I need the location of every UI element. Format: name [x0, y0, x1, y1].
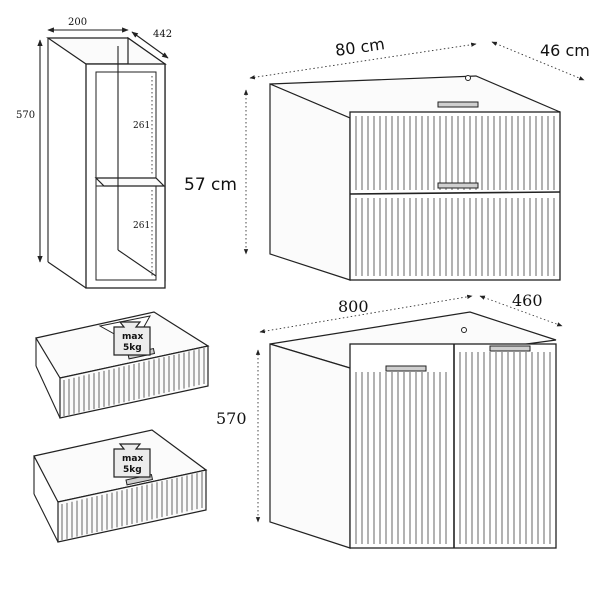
door-depth-arrow	[479, 295, 563, 327]
drawer-bottom-handle	[437, 182, 479, 189]
drawer-cabinet: 80 cm 46 cm 57 cm	[184, 34, 590, 281]
door-height-label: 570	[216, 409, 247, 428]
shelf-width-label: 200	[68, 17, 87, 28]
open-drawer-bottom-max: max	[122, 454, 143, 464]
shelf-depth-label: 442	[153, 29, 172, 40]
shelf-unit-opening	[95, 71, 157, 281]
shelf-unit: 200 442 570 261 261	[16, 17, 172, 289]
drawer-top-flutes	[355, 116, 555, 190]
left-door-handle	[385, 365, 427, 372]
open-drawer-top-kg: 5kg	[123, 343, 142, 353]
open-drawer-top-flutes	[63, 348, 205, 416]
door-cabinet-side	[269, 343, 351, 549]
right-door-handle	[489, 345, 531, 352]
door-width-label: 800	[338, 297, 369, 316]
drawer-cabinet-side	[269, 83, 351, 281]
door-cabinet: 800 460 570	[216, 291, 563, 549]
drawer-depth-label: 46 cm	[540, 41, 590, 60]
shelf-lower-label: 261	[133, 221, 150, 231]
open-drawer-bottom-kg: 5kg	[123, 465, 142, 475]
open-drawer-bottom-weight-badge	[113, 443, 151, 478]
drawer-height-label: 57 cm	[184, 175, 237, 195]
drawer-top-handle	[437, 101, 479, 108]
open-drawer-bottom: max 5kg	[33, 429, 208, 543]
drawer-depth-arrow	[491, 41, 585, 81]
shelf-height-label: 570	[16, 110, 35, 121]
open-drawer-top: max 5kg	[35, 311, 210, 419]
shelf-depth-arrow	[131, 31, 169, 59]
drawer-width-label: 80 cm	[334, 34, 386, 60]
drawer-bottom-flutes	[355, 198, 555, 276]
shelf-upper-label: 261	[133, 121, 150, 131]
door-depth-label: 460	[512, 291, 543, 310]
door-cabinet-hole	[461, 327, 467, 333]
open-drawer-bottom-flutes	[61, 472, 203, 540]
shelf-unit-middle-shelf	[94, 177, 166, 187]
drawer-cabinet-front	[349, 111, 561, 281]
drawer-cabinet-hole	[465, 75, 471, 81]
open-drawer-top-max: max	[122, 332, 143, 342]
door-cabinet-front	[349, 343, 557, 549]
door-flutes	[355, 352, 551, 544]
open-drawer-top-weight-badge	[113, 321, 151, 356]
